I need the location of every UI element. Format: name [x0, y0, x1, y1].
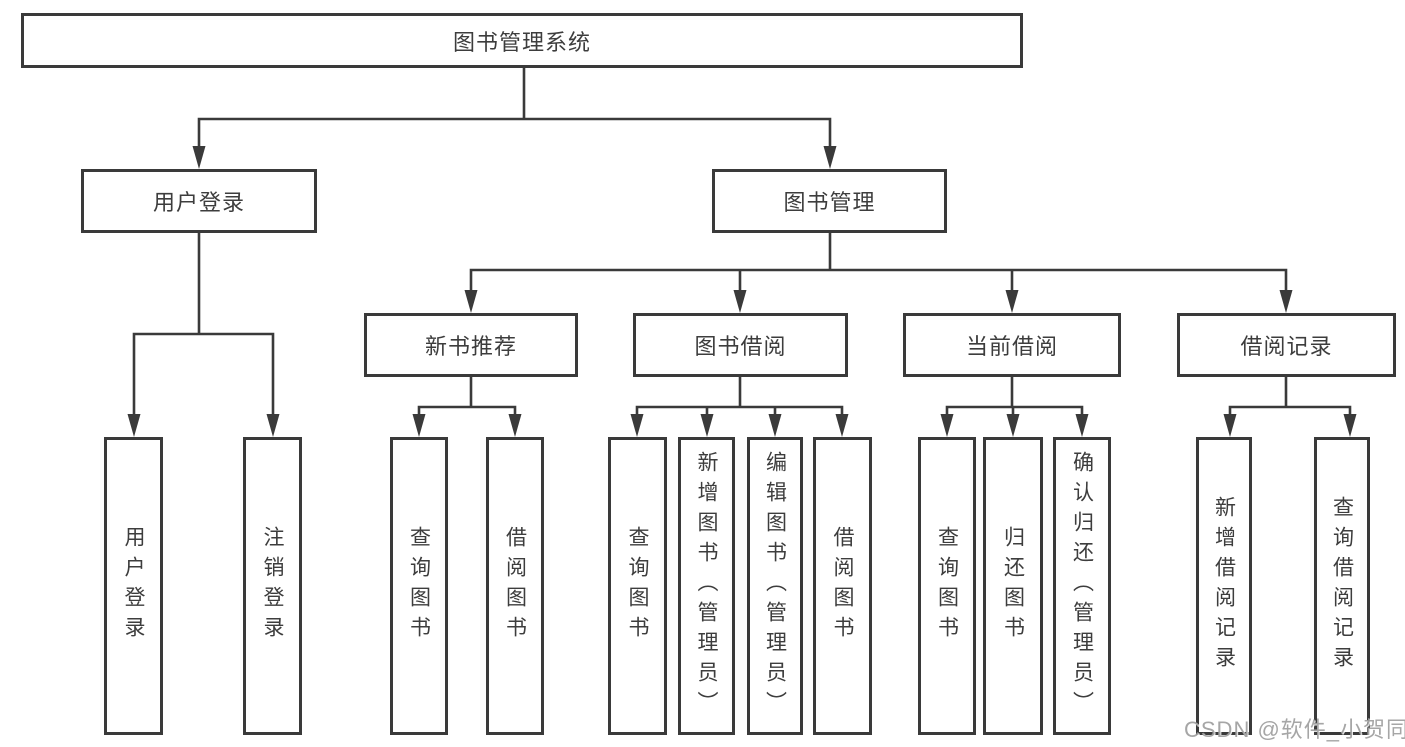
node-label: 借阅图书 [503, 526, 527, 646]
leaf-user-login: 用户登录 [104, 437, 163, 735]
node-label: 新增借阅记录 [1212, 496, 1236, 676]
leaf-add-borrow-record: 新增借阅记录 [1196, 437, 1252, 735]
node-label: 确认归还（管理员） [1070, 451, 1094, 721]
node-label: 查询图书 [407, 526, 431, 646]
node-label: 查询图书 [626, 526, 649, 646]
node-label: 图书管理 [783, 190, 876, 215]
leaf-query-books-current: 查询图书 [918, 437, 976, 735]
node-label: 查询图书 [935, 526, 959, 646]
node-label: 图书借阅 [694, 334, 787, 359]
node-label: 图书管理系统 [452, 29, 591, 55]
leaf-borrow-books-borrowing: 借阅图书 [813, 437, 872, 735]
node-label: 借阅图书 [831, 526, 854, 646]
leaf-add-books-admin: 新增图书（管理员） [678, 437, 735, 735]
csdn-watermark: CSDN @软件_小贺同学 [1184, 717, 1405, 742]
leaf-confirm-return-admin: 确认归还（管理员） [1053, 437, 1111, 735]
node-library-management-system: 图书管理系统 [21, 13, 1023, 68]
node-label: 当前借阅 [965, 334, 1058, 359]
node-book-borrowing: 图书借阅 [633, 313, 848, 377]
node-label: 用户登录 [122, 526, 145, 646]
leaf-return-books: 归还图书 [983, 437, 1043, 735]
node-label: 编辑图书（管理员） [763, 451, 787, 721]
node-new-book-recommendation: 新书推荐 [364, 313, 578, 377]
leaf-query-books-borrowing: 查询图书 [608, 437, 667, 735]
node-label: 新增图书（管理员） [695, 451, 718, 721]
node-label: 查询借阅记录 [1330, 496, 1354, 676]
node-borrowing-records: 借阅记录 [1177, 313, 1396, 377]
leaf-query-borrow-record: 查询借阅记录 [1314, 437, 1370, 735]
node-label: 借阅记录 [1240, 334, 1333, 359]
node-label: 归还图书 [1001, 526, 1025, 646]
node-label: 新书推荐 [424, 334, 517, 359]
node-label: 注销登录 [261, 526, 284, 646]
leaf-logout: 注销登录 [243, 437, 302, 735]
leaf-query-books-newbook: 查询图书 [390, 437, 448, 735]
node-label: 用户登录 [152, 190, 245, 215]
node-book-management-branch: 图书管理 [712, 169, 947, 233]
node-current-borrowing: 当前借阅 [903, 313, 1121, 377]
node-user-login-branch: 用户登录 [81, 169, 317, 233]
leaf-borrow-books-newbook: 借阅图书 [486, 437, 544, 735]
leaf-edit-books-admin: 编辑图书（管理员） [747, 437, 803, 735]
